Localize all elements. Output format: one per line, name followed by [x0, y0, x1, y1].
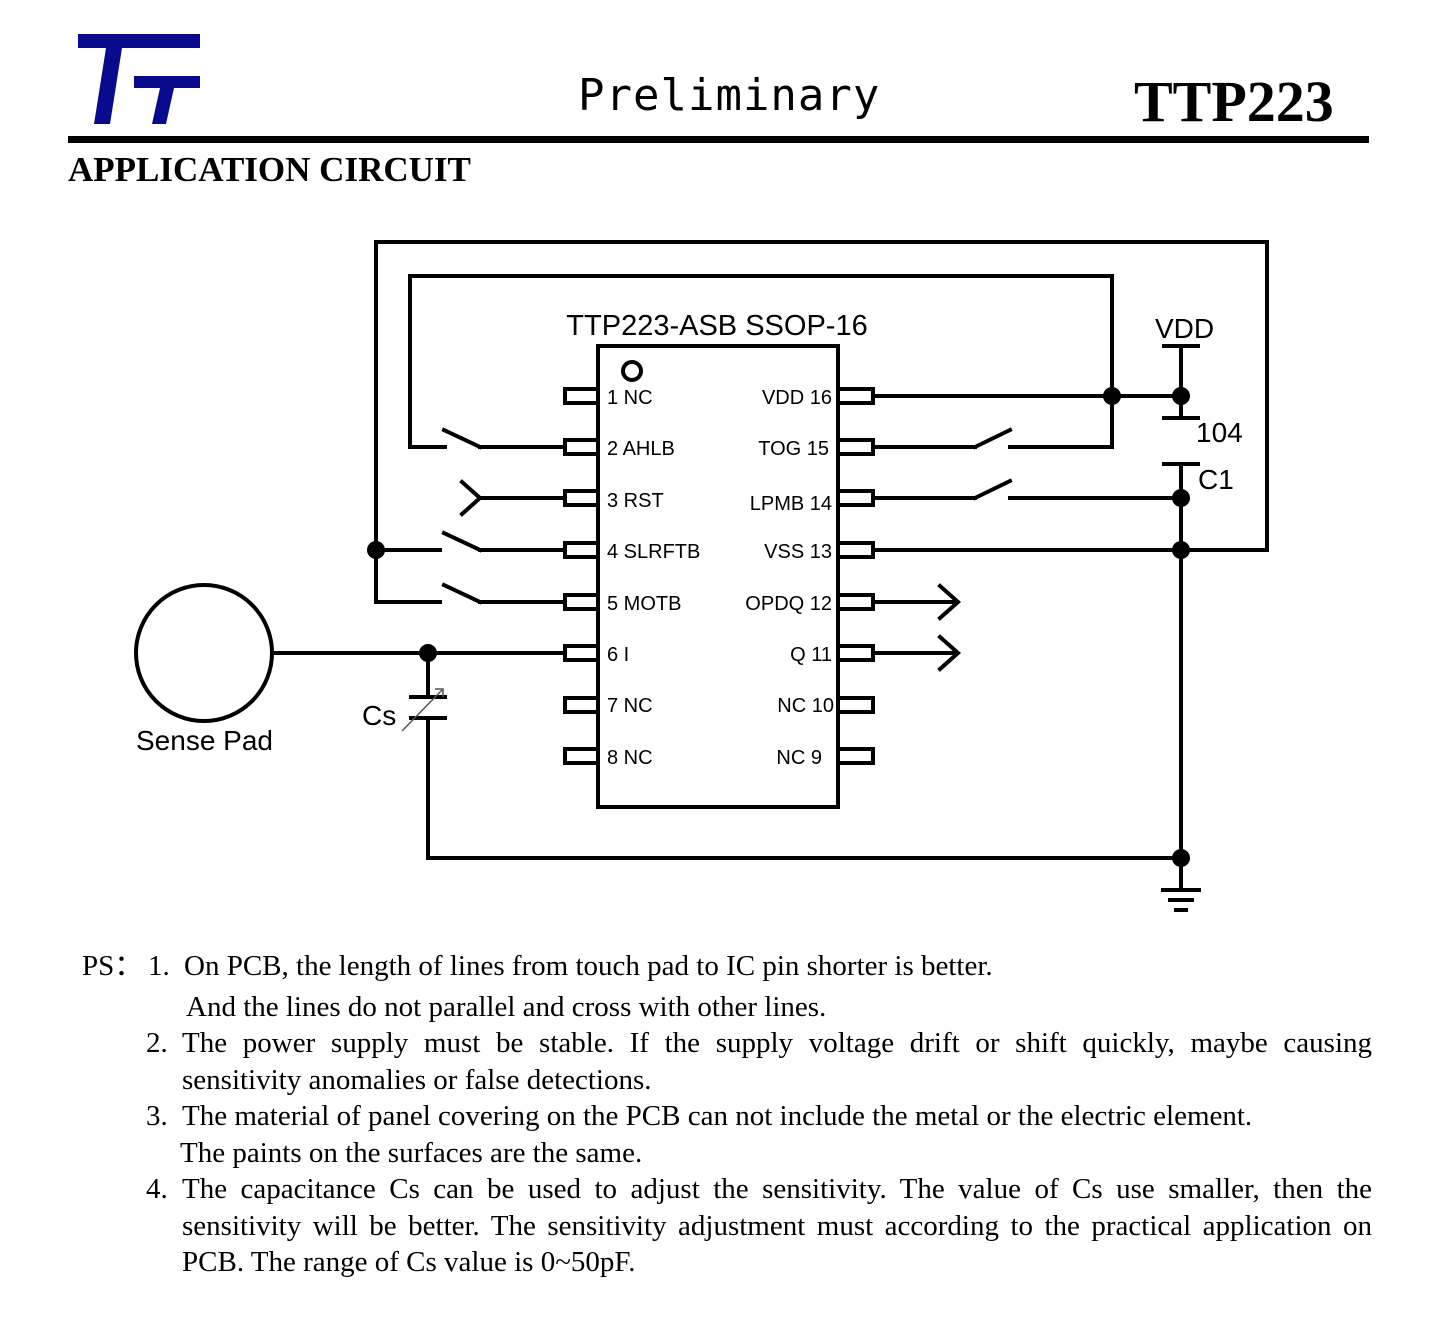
pin-label: VDD 16	[762, 387, 832, 409]
pin-label: Q 11	[790, 644, 832, 666]
pin-label: LPMB 14	[750, 493, 832, 515]
notes: PS：1. On PCB, the length of lines from to…	[82, 948, 1372, 1281]
note-number: 1.	[148, 950, 170, 982]
note-text: And the lines do not parallel and cross …	[186, 990, 827, 1023]
pin-label: NC 9	[776, 747, 822, 769]
tontek-logo	[78, 34, 200, 124]
notes-prefix: PS：	[82, 950, 144, 982]
pin-label: 6 I	[607, 644, 629, 666]
pin-label: 1 NC	[607, 387, 653, 409]
cs-label: Cs	[362, 700, 396, 731]
document-status: Preliminary	[578, 70, 881, 121]
sense-pad	[134, 583, 274, 723]
wires	[271, 240, 1269, 912]
note-text: The power supply must be stable. If the …	[182, 1027, 1372, 1096]
junction-dots	[367, 387, 1190, 867]
ic-pins	[563, 387, 875, 765]
sense-pad-label: Sense Pad	[136, 725, 273, 756]
pin-label: 3 RST	[607, 490, 664, 512]
left-pin-labels: 1 NC 2 AHLB 3 RST 4 SLRFTB 5 MOTB 6 I 7 …	[607, 387, 700, 769]
c1-label: C1	[1198, 464, 1234, 495]
pin-label: 7 NC	[607, 695, 653, 717]
ic-body	[596, 344, 840, 809]
ic-label: TTP223-ASB SSOP-16	[566, 310, 867, 342]
pin-label: 8 NC	[607, 747, 653, 769]
pin-label: TOG 15	[758, 438, 829, 460]
vdd-label: VDD	[1155, 313, 1214, 344]
note-number: 4.	[146, 1173, 168, 1205]
note-number: 3.	[146, 1100, 168, 1132]
pin-label: 5 MOTB	[607, 593, 681, 615]
pin1-marker	[621, 360, 643, 382]
pin-label: 2 AHLB	[607, 438, 675, 460]
application-circuit-diagram: TTP223-ASB SSOP-16 1 NC 2 AHLB 3 RST 4 S…	[134, 240, 1269, 912]
note-text: The capacitance Cs can be used to adjust…	[182, 1173, 1372, 1278]
part-number: TTP223	[1134, 69, 1334, 134]
note-text: The material of panel covering on the PC…	[182, 1100, 1253, 1132]
note-text: The paints on the surfaces are the same.	[180, 1136, 643, 1169]
variable-capacitor-arrow	[401, 688, 444, 732]
right-pin-labels: VDD 16 TOG 15 LPMB 14 VSS 13 OPDQ 12 Q 1…	[745, 387, 834, 769]
note-text: On PCB, the length of lines from touch p…	[184, 950, 993, 982]
pin-label: VSS 13	[764, 541, 832, 563]
note-number: 2.	[146, 1027, 168, 1059]
pin-label: NC 10	[777, 695, 834, 717]
pin-label: OPDQ 12	[745, 593, 832, 615]
c1-value: 104	[1196, 417, 1243, 448]
pin-label: 4 SLRFTB	[607, 541, 700, 563]
header-divider	[68, 136, 1369, 143]
section-title: APPLICATION CIRCUIT	[68, 150, 471, 189]
